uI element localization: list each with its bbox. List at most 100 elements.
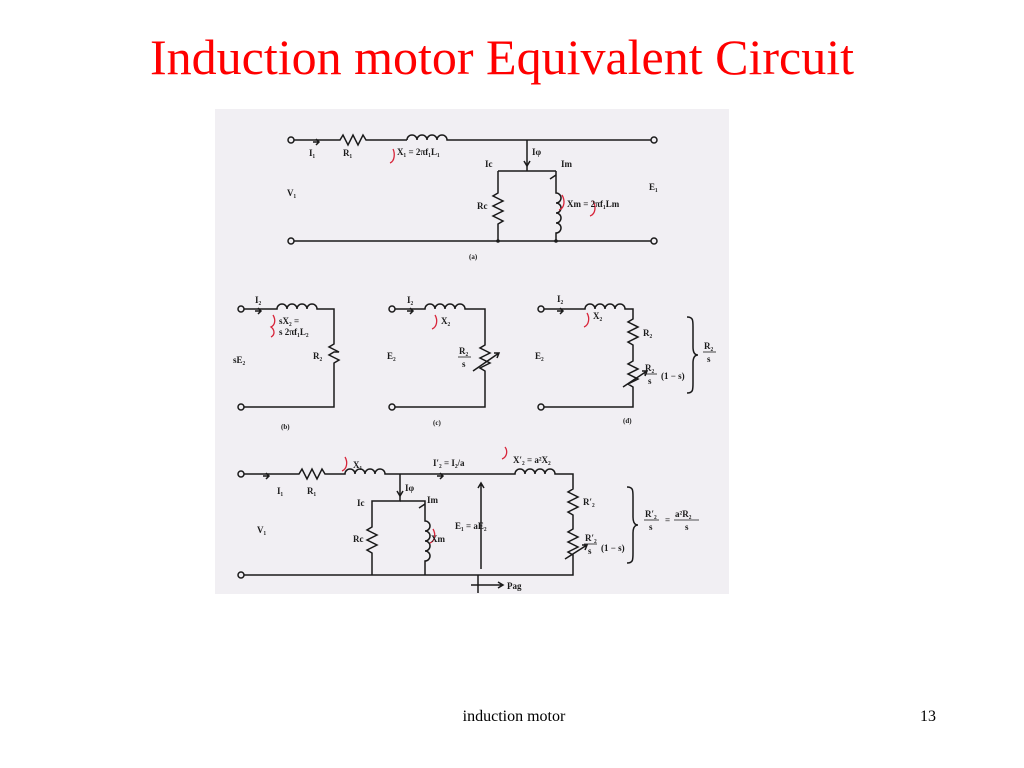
terminal: [650, 136, 658, 144]
label-one-minus-s: (1 − s): [601, 543, 625, 553]
rotor-loop-b: [244, 303, 341, 408]
figure-e: I₁ R₁ X₁ I′₂ = I₂/a X′₂ = a²X₂ Iφ Ic Im …: [237, 446, 699, 593]
handwritten-j: [269, 314, 276, 338]
handwritten-j: [389, 148, 395, 164]
label-R2ps-den: s: [588, 546, 592, 556]
label-I1: I₁: [277, 486, 284, 496]
label-sE2: sE₂: [233, 355, 246, 365]
label-I2: I₂: [255, 295, 262, 305]
label-brace-num: R′₂: [645, 509, 657, 519]
label-I-phi: Iφ: [532, 147, 542, 157]
terminal: [537, 403, 545, 411]
label-sX2: sX₂ =: [279, 316, 299, 326]
variable-resistor-arrow: [564, 544, 589, 560]
label-R2: R₂: [643, 328, 652, 338]
rotor-loop-c: [395, 303, 492, 408]
terminal: [237, 571, 245, 579]
terminal: [388, 305, 396, 313]
label-E2: E₂: [387, 351, 396, 361]
label-R2p: R′₂: [583, 497, 595, 507]
label-Pag: Pag: [507, 581, 522, 591]
label-R1: R₁: [343, 148, 352, 158]
brace: [686, 316, 699, 394]
current-arrow: [557, 307, 565, 315]
label-Ic: Ic: [485, 159, 493, 169]
label-V1: V₁: [287, 188, 296, 198]
current-arrow: [396, 490, 404, 498]
footer-text: induction motor: [462, 708, 566, 725]
resistor-Rc: [365, 474, 401, 575]
caption-b: (b): [281, 423, 290, 431]
terminal: [287, 136, 295, 144]
label-brace-eq: =: [665, 515, 670, 525]
label-brace-den: s: [707, 354, 711, 364]
label-X1-eq: X₁ = 2πf₁L₁: [397, 147, 440, 157]
label-E1-eq: E₁ = aE₂: [455, 521, 487, 531]
label-R2s-num: R₂: [645, 363, 654, 373]
handwritten-j: [501, 446, 508, 460]
label-V1: V₁: [257, 525, 266, 535]
label-X2p-eq: X′₂ = a²X₂: [513, 455, 551, 465]
caption-a: (a): [469, 253, 478, 261]
current-arrow: [549, 174, 557, 180]
inductor-Xm: [555, 171, 562, 241]
label-Rc: Rc: [353, 534, 364, 544]
label-R2s-den: s: [648, 376, 652, 386]
brace: [626, 486, 639, 564]
figure-d: I₂ X₂ E₂ R₂ R₂ s (1 − s) R₂ s (d): [535, 294, 716, 425]
label-R2-den: s: [462, 359, 466, 369]
current-arrow: [313, 138, 321, 146]
current-arrow: [418, 503, 426, 509]
label-I2p-eq: I′₂ = I₂/a: [433, 458, 465, 468]
handwritten-j: [431, 314, 438, 330]
current-arrow: [437, 472, 445, 480]
handwritten-j: [341, 456, 348, 472]
handwritten-j: [429, 528, 436, 544]
caption-d: (d): [623, 417, 632, 425]
label-Im: Im: [561, 159, 573, 169]
label-rhs-den: s: [685, 522, 689, 532]
current-arrow: [263, 472, 271, 480]
label-Im: Im: [427, 495, 439, 505]
handwritten-j: [558, 194, 565, 211]
terminal: [537, 305, 545, 313]
current-arrow: [523, 160, 531, 168]
slide-title: Induction motor Equivalent Circuit: [149, 29, 855, 85]
label-Xm: Xm: [431, 534, 445, 544]
label-X2: X₂: [441, 316, 450, 326]
label-Xm-eq: Xm = 2πf₁Lm: [567, 199, 620, 209]
label-I2: I₂: [407, 295, 414, 305]
label-X1: X₁: [353, 460, 362, 470]
label-I1: I₁: [309, 148, 316, 158]
label-Rc: Rc: [477, 201, 488, 211]
handwritten-j: [583, 312, 590, 328]
label-I-phi: Iφ: [405, 483, 415, 493]
handwritten-j: [589, 200, 596, 217]
figure-b: I₂ sX₂ = s 2πf₁L₂ sE₂ R₂ (b): [233, 295, 341, 431]
variable-resistor-arrow: [622, 370, 649, 388]
label-E2: E₂: [535, 351, 544, 361]
circuit-diagram: I₁ R₁ X₁ = 2πf₁L₁ Iφ Ic Im V₁ E₁ Rc Xm =…: [233, 133, 716, 593]
label-R2-num: R₂: [459, 346, 468, 356]
voltage-arrow-E1: [477, 481, 485, 569]
terminal: [287, 237, 295, 245]
terminal: [650, 237, 658, 245]
label-R2: R₂: [313, 351, 322, 361]
variable-resistor-arrow: [472, 352, 501, 372]
label-X2: X₂: [593, 311, 602, 321]
current-arrow: [407, 307, 415, 315]
label-E1: E₁: [649, 182, 658, 192]
terminal: [388, 403, 396, 411]
inductor-X1: [406, 134, 651, 141]
rotor-loop-d: [544, 303, 640, 408]
label-s2pif1L2: s 2πf₁L₂: [279, 327, 309, 337]
terminal: [237, 403, 245, 411]
page-number: 13: [920, 708, 936, 725]
current-arrow: [255, 307, 263, 315]
terminal: [237, 305, 245, 313]
label-R1: R₁: [307, 486, 316, 496]
main-loop-e: [244, 467, 580, 576]
label-I2: I₂: [557, 294, 564, 304]
label-Ic: Ic: [357, 498, 365, 508]
resistor-R1: [294, 133, 407, 147]
